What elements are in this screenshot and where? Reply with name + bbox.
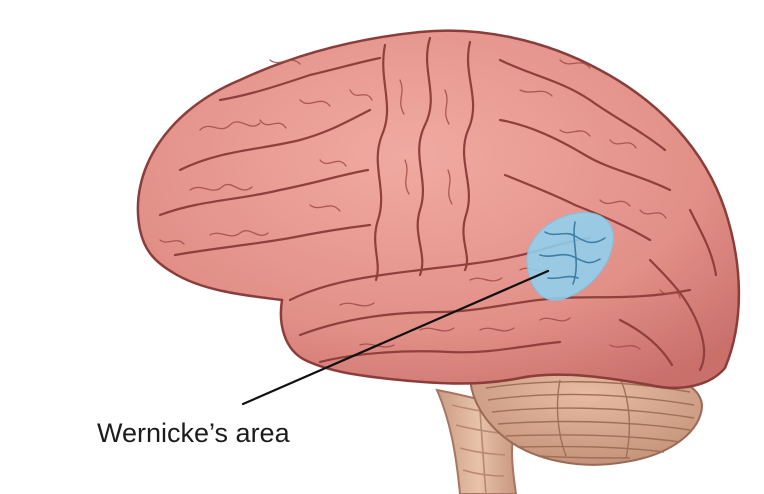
cerebrum [136, 29, 741, 390]
wernickes-area-label: Wernicke’s area [97, 418, 290, 448]
cerebrum-sulci [158, 36, 718, 372]
wernickes-area-sulci [539, 221, 606, 285]
cerebrum-texture [159, 59, 681, 350]
leader-line [241, 269, 550, 406]
